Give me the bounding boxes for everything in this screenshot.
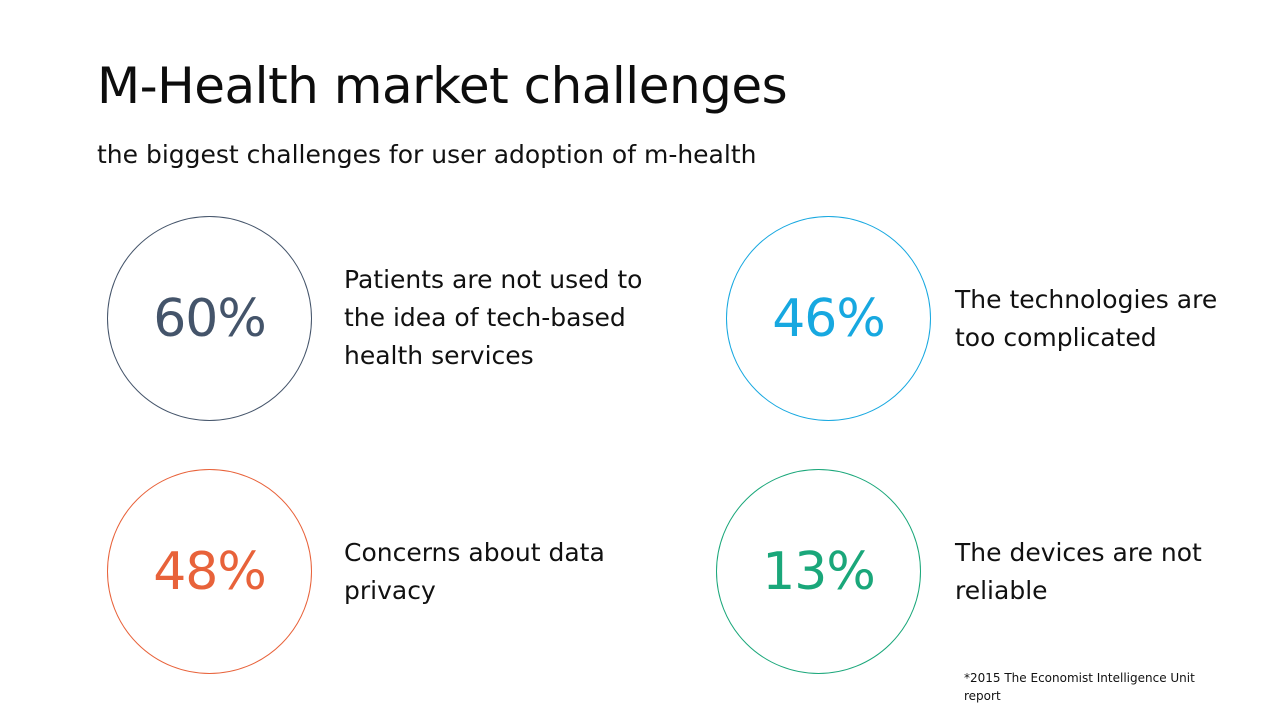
stat-value: 48% [153, 541, 267, 602]
source-footnote: *2015 The Economist Intelligence Unit re… [964, 671, 1195, 703]
stat-description-devices: The devices are not reliable [955, 538, 1202, 605]
stat-value: 13% [762, 541, 876, 602]
stat-circle-privacy: 48% [107, 469, 312, 674]
stat-value: 60% [153, 288, 267, 349]
stat-description-patients: Patients are not used to the idea of tec… [344, 265, 643, 370]
stat-description-technologies: The technologies are too complicated [955, 285, 1218, 352]
slide-title: M-Health market challenges [97, 57, 788, 115]
stat-circle-technologies: 46% [726, 216, 931, 421]
slide-subtitle: the biggest challenges for user adoption… [97, 140, 757, 169]
stat-description-privacy: Concerns about data privacy [344, 538, 605, 605]
stat-value: 46% [772, 288, 886, 349]
stat-circle-patients: 60% [107, 216, 312, 421]
stat-circle-devices: 13% [716, 469, 921, 674]
